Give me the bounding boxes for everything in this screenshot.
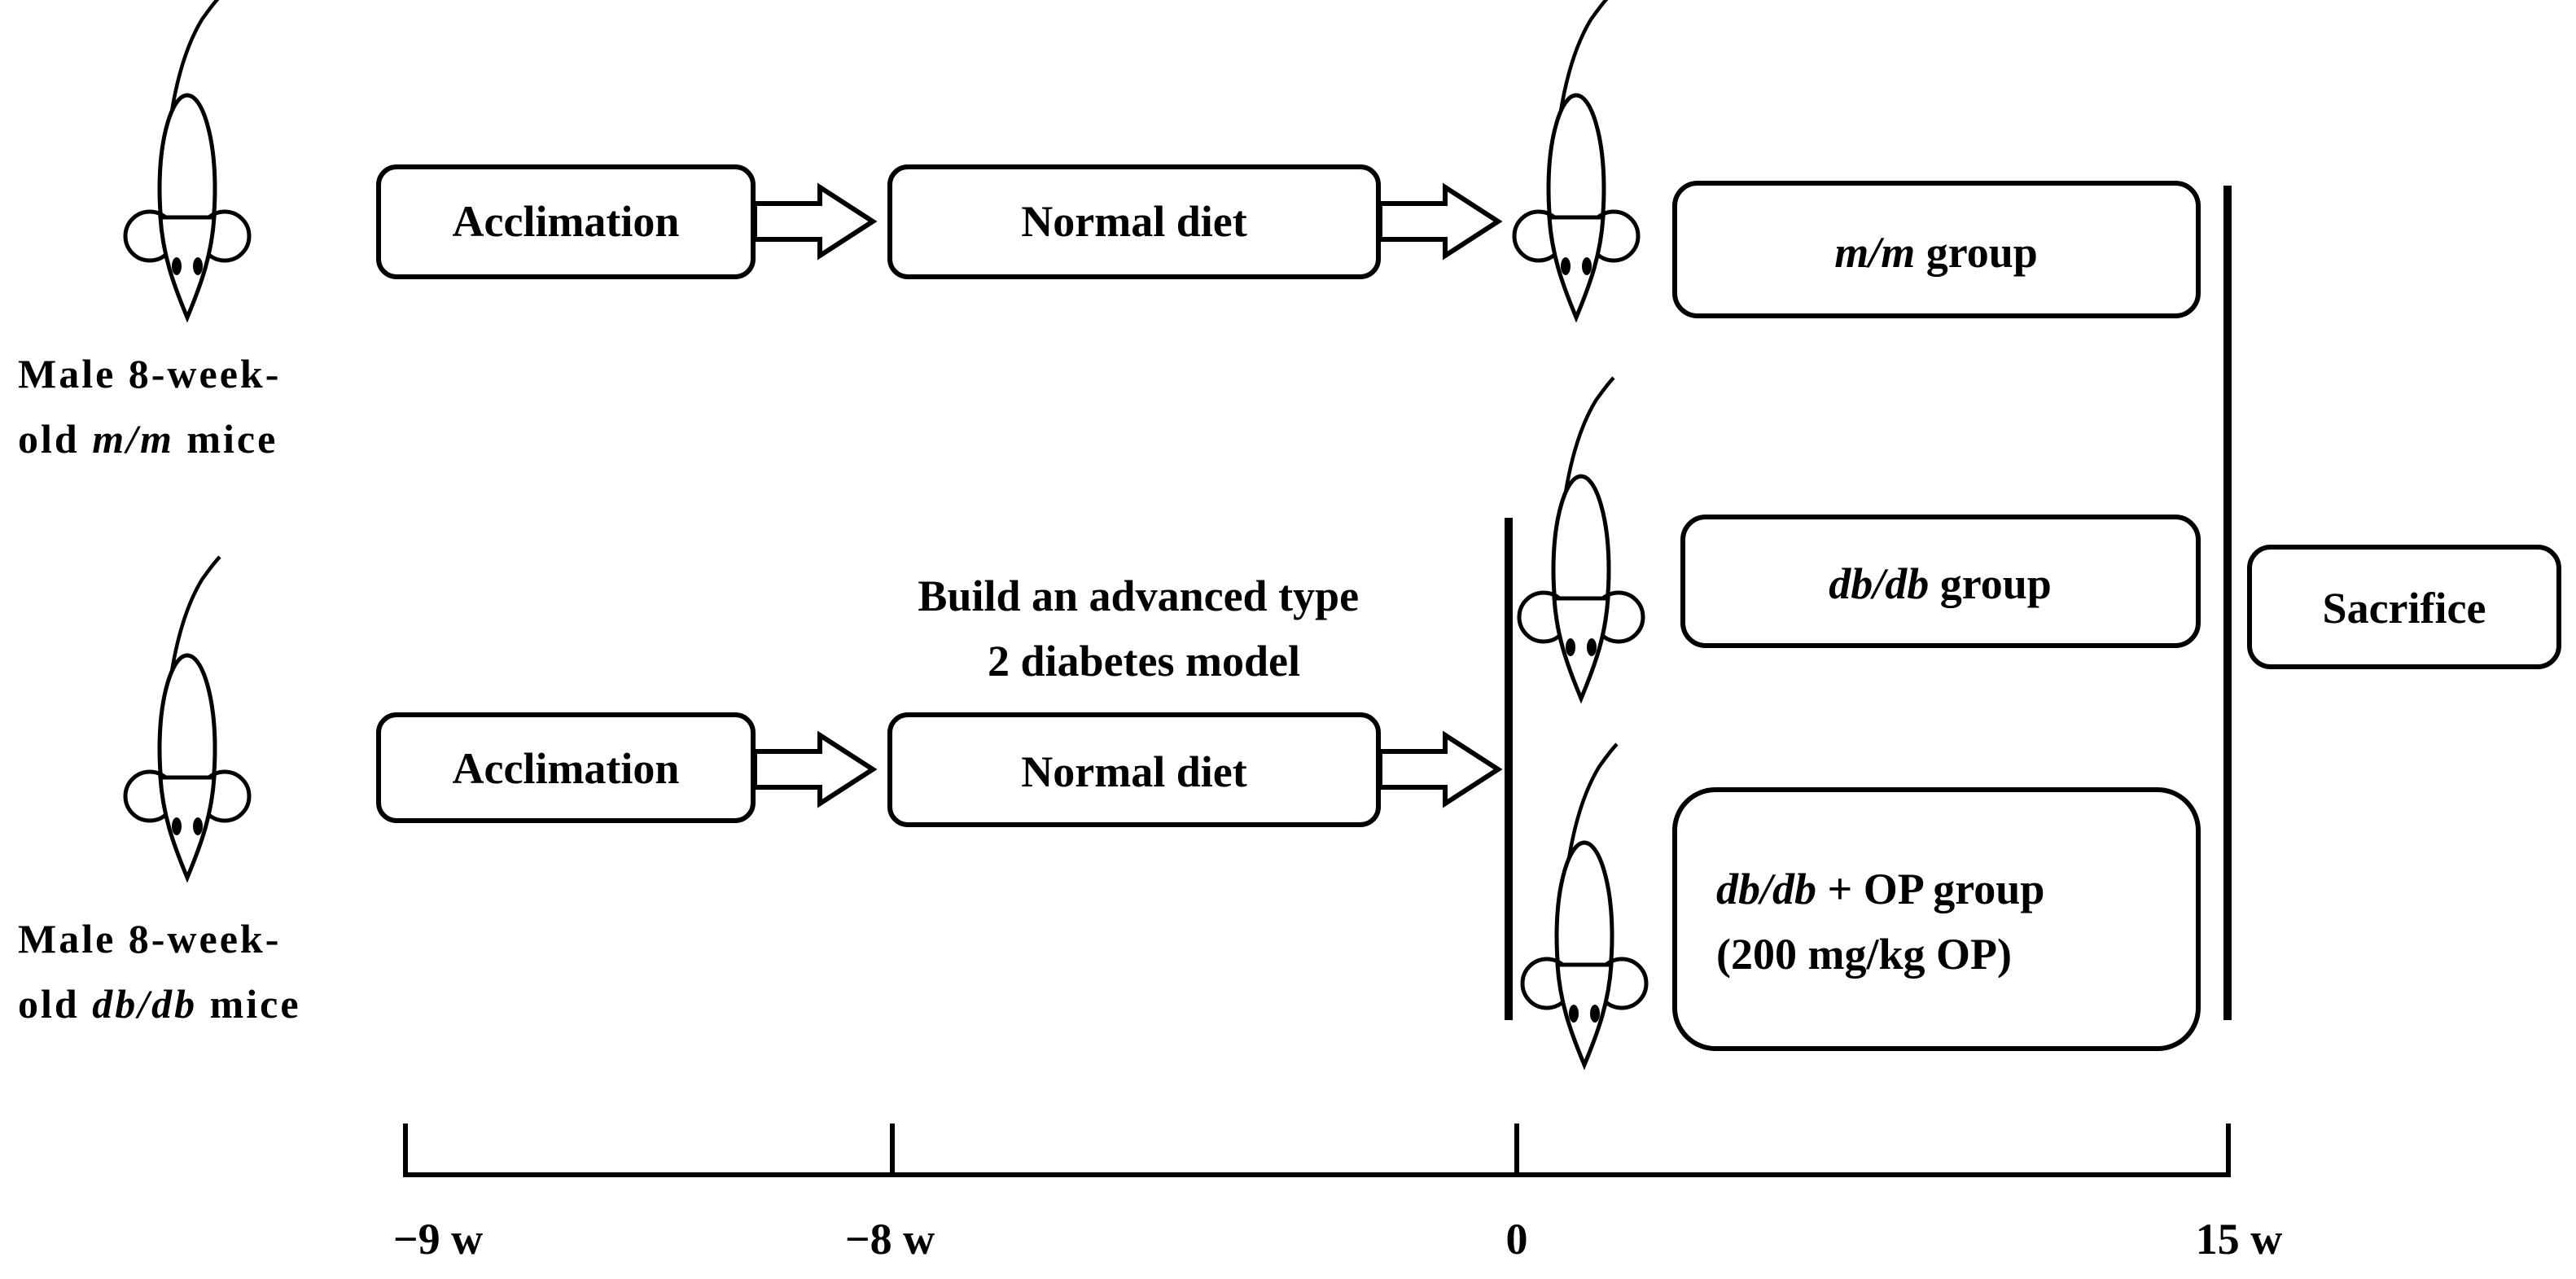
mouse-icon (1519, 378, 1643, 699)
tick-label-0: 0 (1506, 1215, 1528, 1264)
mouse-icon (125, 0, 249, 318)
normal-diet-label: Normal diet (1021, 197, 1246, 246)
mouse-icon (1514, 0, 1638, 318)
mm-mice-label: Male 8-week- old m/m mice (18, 351, 294, 462)
mouse-icon (1522, 744, 1646, 1065)
dbdb-group-label: db/db group (1829, 559, 2052, 608)
dbdb-op-group-box (1672, 787, 2201, 1051)
acclimation-label: Acclimation (453, 197, 680, 246)
mouse-icon (125, 557, 249, 878)
dbdb-op-group-label: db/db + OP group (1716, 865, 2044, 913)
tick-label-minus-8w: −8 w (845, 1215, 935, 1264)
hollow-right-arrow-icon (755, 735, 873, 804)
sacrifice-box (2247, 545, 2561, 669)
dbdb-op-dose-label: (200 mg/kg OP) (1716, 930, 2012, 979)
sacrifice-label: Sacrifice (2323, 584, 2486, 633)
mm-group-label: m/m group (1834, 228, 2038, 277)
hollow-right-arrow-icon (1380, 187, 1498, 256)
dbdb-group-box (1680, 515, 2201, 648)
normal-diet-label: Normal diet (1021, 747, 1246, 796)
hollow-right-arrow-icon (755, 187, 873, 256)
dbdb-mice-label: Male 8-week- old db/db mice (18, 916, 301, 1027)
model-note: Build an advanced type 2 diabetes model (918, 572, 1369, 685)
acclimation-label: Acclimation (453, 744, 680, 793)
hollow-right-arrow-icon (1380, 735, 1498, 804)
tick-label-15w: 15 w (2196, 1215, 2283, 1264)
mm-group-box (1672, 181, 2201, 318)
tick-label-minus-9w: −9 w (393, 1215, 483, 1264)
